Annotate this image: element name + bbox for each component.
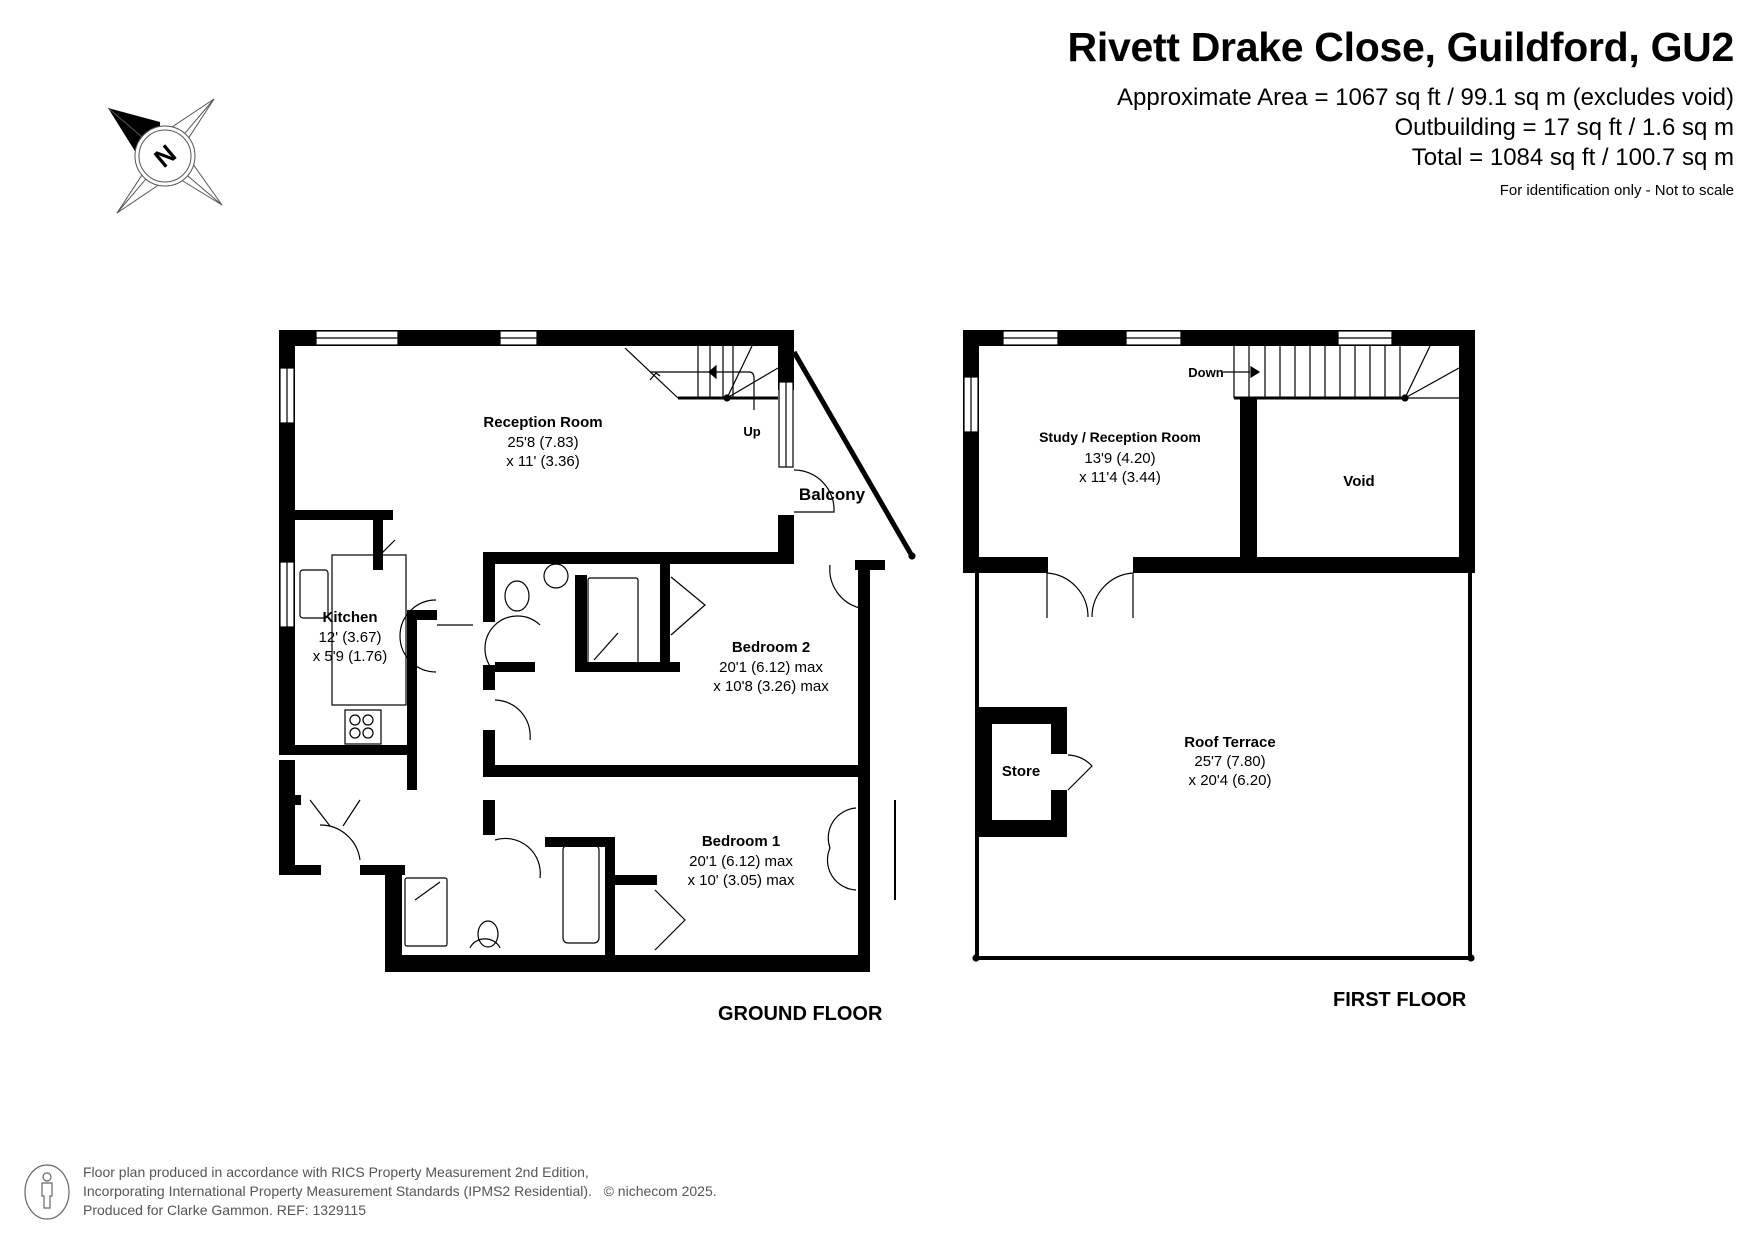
room-store-name: Store (1002, 763, 1040, 780)
property-title: Rivett Drake Close, Guildford, GU2 (1067, 24, 1735, 70)
room-bedroom1-dim1: 20'1 (6.12) max (689, 853, 793, 870)
ground-floor-plan (279, 330, 885, 972)
room-balcony-name: Balcony (799, 485, 866, 504)
footer-line-2: Incorporating International Property Mea… (83, 1182, 717, 1201)
stair-down-label: Down (1188, 365, 1223, 380)
first-floor-room-labels: Study / Reception Room 13'9 (4.20) x 11'… (1002, 365, 1375, 789)
room-study-dim1: 13'9 (4.20) (1084, 450, 1155, 467)
total-area: Total = 1084 sq ft / 100.7 sq m (1411, 144, 1734, 171)
room-bedroom1-dim2: x 10' (3.05) max (687, 872, 795, 889)
footer-line-2-text: Incorporating International Property Mea… (83, 1183, 592, 1199)
person-measurement-icon (24, 1164, 70, 1220)
outbuilding-area: Outbuilding = 17 sq ft / 1.6 sq m (1394, 114, 1734, 141)
room-roof-terrace-dim1: 25'7 (7.80) (1194, 753, 1265, 770)
ground-floor-room-labels: Reception Room 25'8 (7.83) x 11' (3.36) … (313, 414, 866, 889)
room-void-name: Void (1343, 473, 1374, 490)
room-bedroom2-name: Bedroom 2 (732, 639, 810, 656)
room-kitchen-dim1: 12' (3.67) (319, 629, 382, 646)
room-roof-terrace-name: Roof Terrace (1184, 734, 1275, 751)
footer-line-3: Produced for Clarke Gammon. REF: 1329115 (83, 1202, 366, 1218)
room-bedroom2-dim1: 20'1 (6.12) max (719, 659, 823, 676)
ground-floor-details (279, 330, 916, 951)
ground-floor-label: GROUND FLOOR (718, 1003, 883, 1025)
room-bedroom2-dim2: x 10'8 (3.26) max (713, 678, 829, 695)
footer-text: Floor plan produced in accordance with R… (83, 1163, 717, 1220)
room-roof-terrace-dim2: x 20'4 (6.20) (1189, 772, 1272, 789)
room-bedroom1-name: Bedroom 1 (702, 833, 780, 850)
room-kitchen-dim2: x 5'9 (1.76) (313, 648, 388, 665)
footer-line-1: Floor plan produced in accordance with R… (83, 1164, 589, 1180)
room-kitchen-name: Kitchen (322, 609, 377, 626)
disclaimer: For identification only - Not to scale (1499, 182, 1734, 199)
room-reception-dim2: x 11' (3.36) (506, 453, 579, 470)
approximate-area: Approximate Area = 1067 sq ft / 99.1 sq … (1117, 84, 1734, 111)
copyright: © nichecom 2025. (603, 1183, 717, 1199)
north-arrow-compass-icon: N (107, 98, 223, 214)
room-reception-dim1: 25'8 (7.83) (507, 434, 578, 451)
room-reception-name: Reception Room (483, 414, 602, 431)
room-study-dim2: x 11'4 (3.44) (1079, 469, 1161, 486)
first-floor-details (963, 330, 1475, 962)
room-study-name: Study / Reception Room (1039, 429, 1201, 445)
first-floor-label: FIRST FLOOR (1333, 989, 1467, 1011)
stair-up-label: Up (743, 424, 760, 439)
